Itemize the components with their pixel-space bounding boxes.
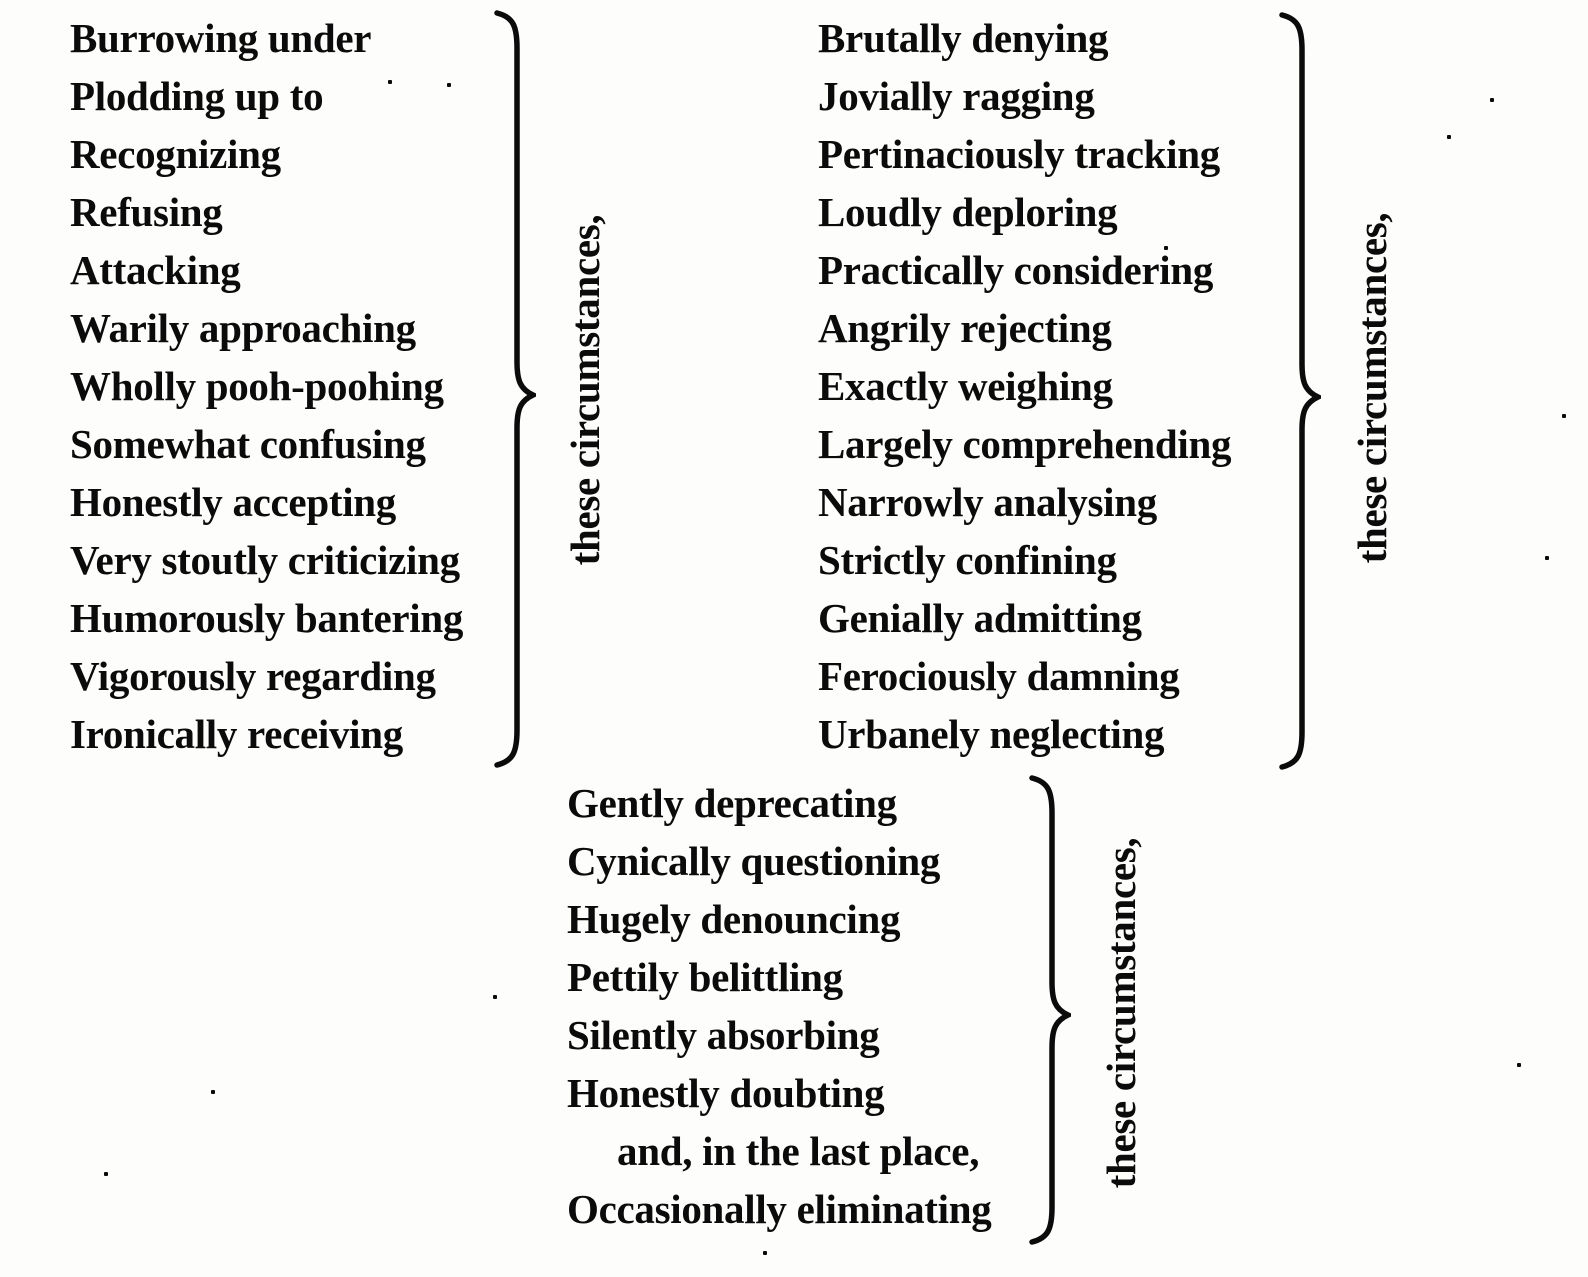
list-item: Attacking	[70, 247, 241, 293]
list-item: Pertinaciously tracking	[818, 131, 1220, 177]
curly-brace-icon	[1029, 775, 1071, 1245]
list-item: Ferociously damning	[818, 653, 1180, 699]
list-item: Occasionally eliminating	[567, 1186, 992, 1232]
list-item: Genially admitting	[818, 595, 1142, 641]
list-item: Cynically questioning	[567, 838, 941, 884]
list-item: and, in the last place,	[617, 1128, 980, 1174]
scan-speck	[211, 1090, 215, 1094]
scan-speck	[1517, 1063, 1521, 1067]
curly-brace-icon	[1279, 12, 1321, 770]
list-item: Ironically receiving	[70, 711, 403, 757]
list-item: Honestly doubting	[567, 1070, 885, 1116]
list-item: Strictly confining	[818, 537, 1117, 583]
scan-speck	[763, 1251, 767, 1255]
list-item: Plodding up to	[70, 73, 324, 119]
list-item: Narrowly analysing	[818, 479, 1157, 525]
list-item: Warily approaching	[70, 305, 416, 351]
list-item: Honestly accepting	[70, 479, 396, 525]
list-item: Wholly pooh-poohing	[70, 363, 444, 409]
list-item: Burrowing under	[70, 15, 372, 61]
list-item: Hugely denouncing	[567, 896, 901, 942]
list-item: Angrily rejecting	[818, 305, 1112, 351]
list-item: Refusing	[70, 189, 223, 235]
scan-speck	[493, 995, 497, 999]
brace-label-top-right: these circumstances,	[1349, 212, 1395, 564]
list-item: Brutally denying	[818, 15, 1109, 61]
list-item: Silently absorbing	[567, 1012, 880, 1058]
scan-speck	[104, 1172, 108, 1176]
list-item: Largely comprehending	[818, 421, 1232, 467]
scan-speck	[1545, 556, 1549, 560]
curly-brace-icon	[494, 10, 536, 768]
list-item: Practically considering	[818, 247, 1214, 293]
brace-label-top-left: these circumstances,	[562, 214, 608, 566]
list-item: Jovially ragging	[818, 73, 1095, 119]
list-item: Recognizing	[70, 131, 281, 177]
list-item: Vigorously regarding	[70, 653, 436, 699]
scan-speck	[388, 80, 392, 84]
list-item: Gently deprecating	[567, 780, 897, 826]
list-item: Humorously bantering	[70, 595, 464, 641]
scan-speck	[1490, 98, 1494, 102]
list-item: Urbanely neglecting	[818, 711, 1165, 757]
scan-speck	[1447, 135, 1451, 139]
scan-speck	[447, 83, 451, 87]
scan-speck	[1164, 246, 1168, 250]
list-item: Exactly weighing	[818, 363, 1113, 409]
scan-speck	[1562, 414, 1566, 418]
list-item: Pettily belittling	[567, 954, 843, 1000]
brace-label-bottom: these circumstances,	[1098, 837, 1144, 1189]
list-item: Loudly deploring	[818, 189, 1118, 235]
list-item: Somewhat confusing	[70, 421, 426, 467]
list-item: Very stoutly criticizing	[70, 537, 460, 583]
